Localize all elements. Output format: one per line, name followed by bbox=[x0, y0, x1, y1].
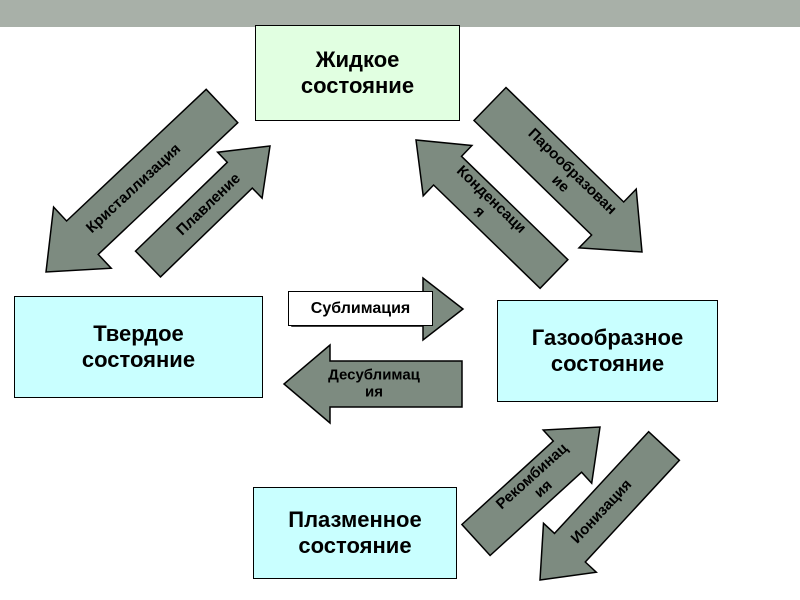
ionization-arrow bbox=[539, 430, 681, 581]
crystallization-arrow bbox=[45, 88, 239, 273]
liquid-state-box: Жидкое состояние bbox=[255, 25, 460, 121]
vaporization-arrow bbox=[472, 86, 643, 253]
solid-state-box: Твердое состояние bbox=[14, 296, 263, 398]
plasma-state-label: Плазменное состояние bbox=[288, 506, 422, 558]
recombination-arrow bbox=[460, 426, 601, 557]
sublimation-label: Сублимация bbox=[288, 291, 433, 326]
desublimation-arrow bbox=[282, 343, 463, 425]
desublimation-label: Десублимация bbox=[328, 366, 420, 400]
top-bar bbox=[0, 0, 800, 27]
gas-state-label: Газообразное состояние bbox=[531, 324, 684, 376]
gas-state-box: Газообразное состояние bbox=[497, 300, 718, 402]
plasma-state-box: Плазменное состояние bbox=[253, 487, 457, 579]
solid-state-label: Твердое состояние bbox=[81, 320, 196, 372]
sublimation-label-text: Сублимация bbox=[310, 299, 411, 317]
condensation-arrow bbox=[415, 139, 569, 290]
melting-arrow bbox=[134, 145, 271, 278]
liquid-state-label: Жидкое состояние bbox=[300, 46, 415, 98]
